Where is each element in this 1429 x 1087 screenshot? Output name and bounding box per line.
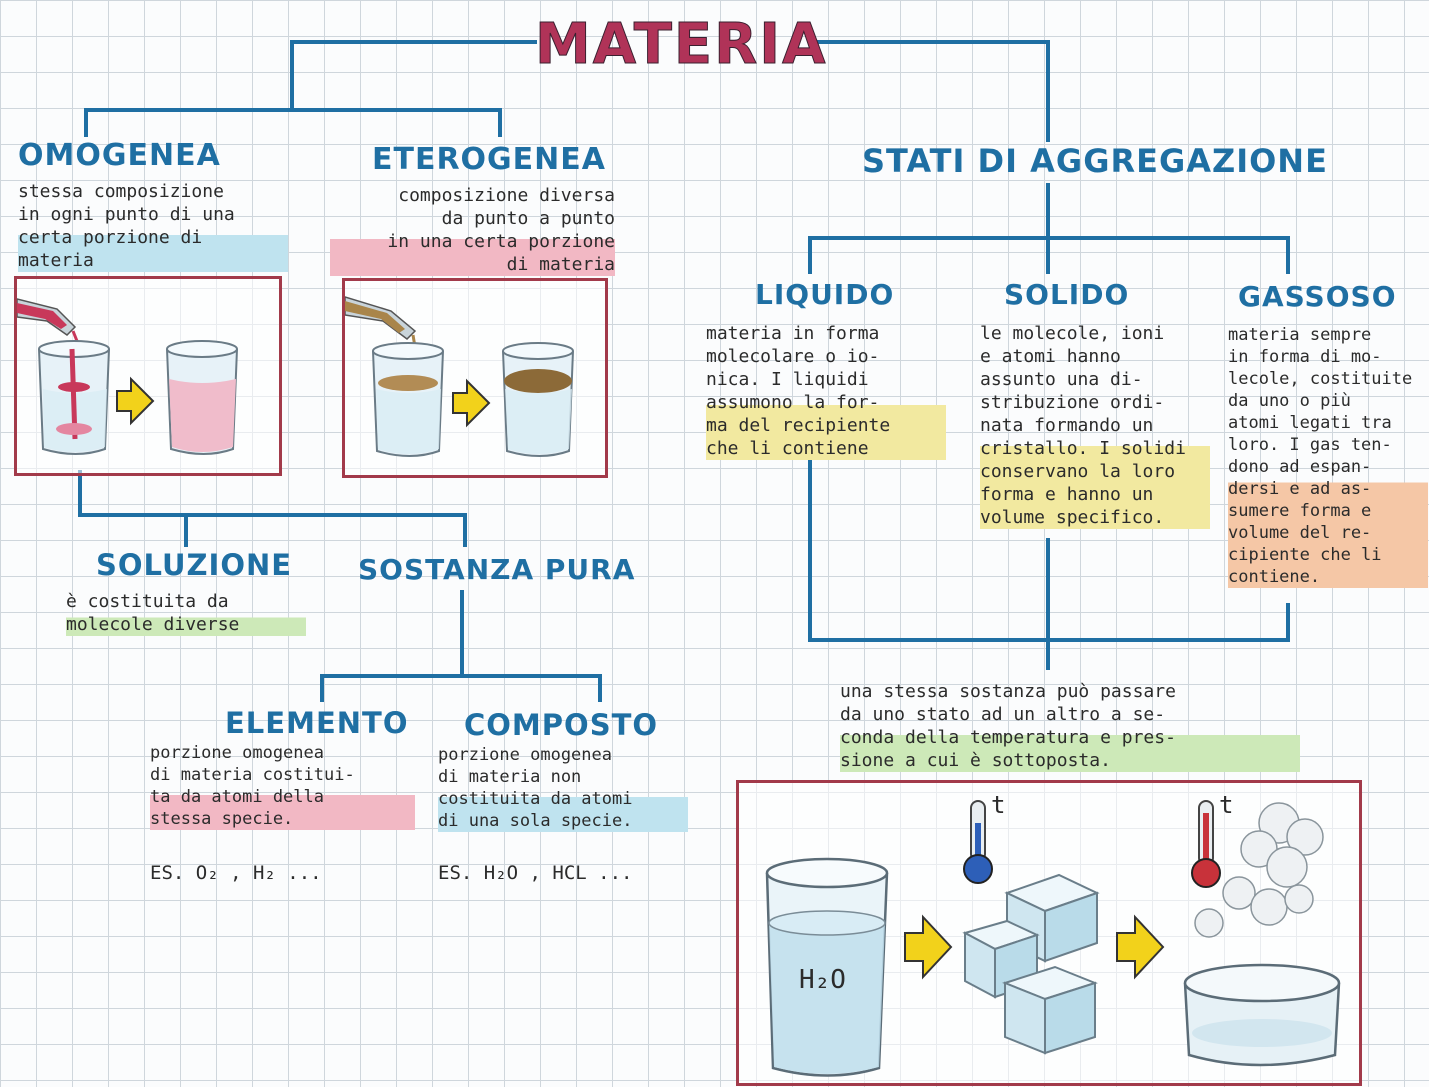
states-illustration: H₂O t: [736, 780, 1362, 1086]
eterogenea-illustration: [342, 278, 608, 478]
solido-heading: SOLIDO: [1004, 278, 1130, 311]
elemento-example: ES. O₂ , H₂ ...: [150, 862, 322, 884]
sostanza-pura-heading: SOSTANZA PURA: [358, 553, 636, 586]
arrow-right-icon: [1116, 914, 1165, 980]
gassoso-text: materia sempre in forma di mo- lecole, c…: [1228, 324, 1428, 588]
page-title: MATERIA: [535, 12, 828, 78]
glass-icon: [372, 342, 444, 457]
ice-cubes-icon: [962, 873, 1100, 1055]
soluzione-heading: SOLUZIONE: [96, 548, 293, 582]
stati-heading: STATI DI AGGREGAZIONE: [862, 142, 1328, 180]
liquido-heading: LIQUIDO: [755, 278, 895, 311]
liquido-text: materia in forma molecolare o io- nica. …: [706, 322, 946, 460]
thermometer-label-cold: t: [991, 791, 1005, 819]
steam-icon: [1194, 802, 1324, 938]
cold-thermometer-icon: [963, 800, 993, 884]
connector-materia-right: [808, 40, 1050, 142]
elemento-text: porzione omogenea di materia costitui- t…: [150, 742, 415, 830]
eterogenea-heading: ETEROGENEA: [372, 142, 606, 177]
composto-example: ES. H₂O , HCL ...: [438, 862, 633, 884]
composto-heading: COMPOSTO: [464, 708, 659, 742]
omogenea-illustration: [14, 276, 282, 476]
pipette-icon: [345, 296, 417, 348]
water-label: H₂O: [799, 965, 846, 995]
pipette-icon: [17, 298, 79, 342]
omogenea-text: stessa composizione in ogni punto di una…: [18, 180, 288, 272]
gassoso-heading: GASSOSO: [1238, 280, 1397, 313]
glass-icon: [38, 340, 110, 455]
soluzione-text: è costituita da molecole diverse: [66, 590, 306, 636]
beaker-icon: [765, 857, 889, 1077]
connector-el-comp: [320, 674, 602, 702]
eterogenea-text: composizione diversa da punto a punto in…: [330, 184, 615, 276]
thermometer-label-hot: t: [1219, 791, 1233, 819]
connector-materia-left: [290, 40, 537, 110]
arrow-right-icon: [116, 376, 155, 426]
elemento-heading: ELEMENTO: [225, 706, 409, 740]
solido-text: le molecole, ioni e atomi hanno assunto …: [980, 322, 1210, 529]
connector-omogenea-down: [78, 470, 467, 547]
hot-thermometer-icon: [1191, 800, 1221, 888]
omogenea-heading: OMOGENEA: [18, 138, 221, 173]
composto-text: porzione omogenea di materia non costitu…: [438, 744, 688, 832]
arrow-right-icon: [452, 378, 491, 428]
glass-icon: [166, 340, 238, 455]
passaggio-text: una stessa sostanza può passare da uno s…: [840, 680, 1300, 772]
dish-icon: [1183, 963, 1341, 1067]
connector-omo-etero: [84, 108, 502, 137]
arrow-right-icon: [904, 914, 953, 980]
glass-icon: [502, 342, 574, 457]
